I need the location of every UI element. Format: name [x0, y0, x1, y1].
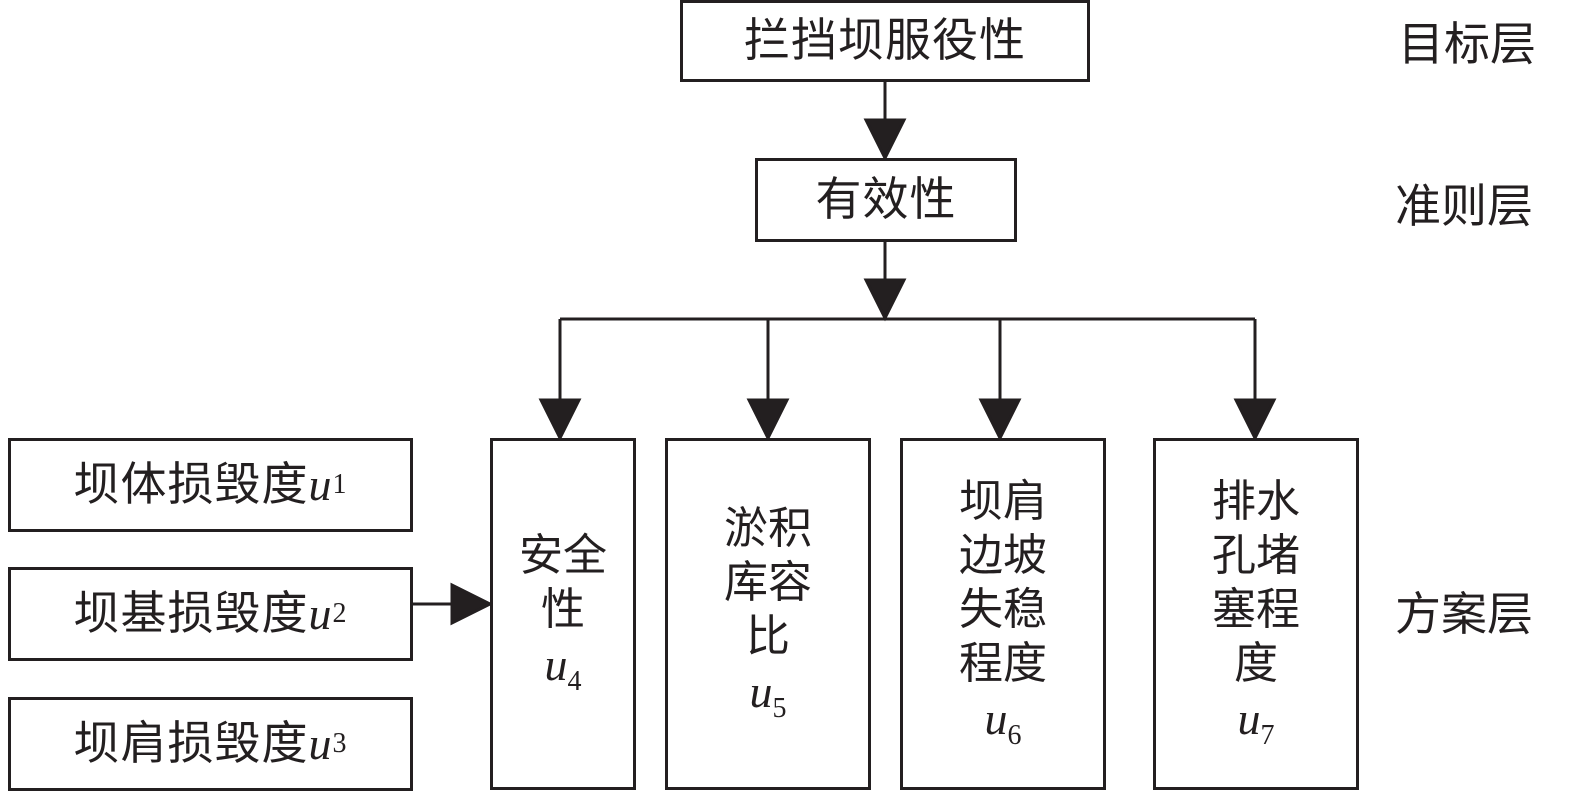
scheme-symbol: u: [1237, 693, 1261, 745]
sub-indicator-subscript: 3: [332, 728, 348, 760]
goal-to-criterion-arrowhead: [863, 118, 907, 162]
scheme-symbol: u: [984, 693, 1008, 745]
scheme-box-u7: 排水孔堵塞程度 u7: [1153, 438, 1359, 790]
sub-indicator-label: 坝体损毁度: [73, 457, 309, 512]
sub-indicator-subscript: 1: [332, 469, 348, 501]
bus-to-u7-arrowhead: [1233, 398, 1277, 442]
level-label-goal: 目标层: [1398, 17, 1536, 71]
sub-to-u4-arrowhead: [450, 582, 494, 626]
scheme-subscript: 7: [1260, 720, 1275, 752]
criterion-box: 有效性: [755, 158, 1017, 242]
scheme-symbol: u: [544, 639, 568, 691]
scheme-subscript: 6: [1007, 720, 1022, 752]
scheme-box-u5: 淤积库容比 u5: [665, 438, 871, 790]
level-label-criterion: 准则层: [1395, 179, 1533, 233]
goal-box: 拦挡坝服役性: [680, 0, 1090, 82]
sub-indicator-symbol: u: [308, 588, 333, 640]
bus-to-u4-arrowhead: [538, 398, 582, 442]
scheme-symbol: u: [749, 666, 773, 718]
bus-to-u5-arrowhead: [746, 398, 790, 442]
level-label-scheme: 方案层: [1395, 587, 1533, 641]
scheme-box-u6: 坝肩边坡失稳程度 u6: [900, 438, 1106, 790]
sub-indicator-symbol: u: [308, 718, 333, 770]
criterion-to-bus-arrowhead: [863, 278, 907, 322]
scheme-label: 排水孔堵塞程度: [1212, 476, 1300, 690]
sub-indicator-label: 坝肩损毁度: [73, 716, 309, 771]
sub-indicator-symbol: u: [308, 459, 333, 511]
scheme-label: 坝肩边坡失稳程度: [959, 476, 1047, 690]
goal-label: 拦挡坝服役性: [744, 13, 1026, 68]
sub-indicator-label: 坝基损毁度: [73, 586, 309, 641]
scheme-box-u4: 安全性 u4: [490, 438, 636, 790]
bus-to-u6-arrowhead: [978, 398, 1022, 442]
criterion-label: 有效性: [815, 172, 957, 227]
scheme-subscript: 4: [567, 666, 582, 698]
scheme-subscript: 5: [772, 693, 787, 725]
sub-indicator-subscript: 2: [332, 598, 348, 630]
scheme-label: 淤积库容比: [724, 503, 812, 663]
scheme-label: 安全性: [519, 530, 607, 636]
